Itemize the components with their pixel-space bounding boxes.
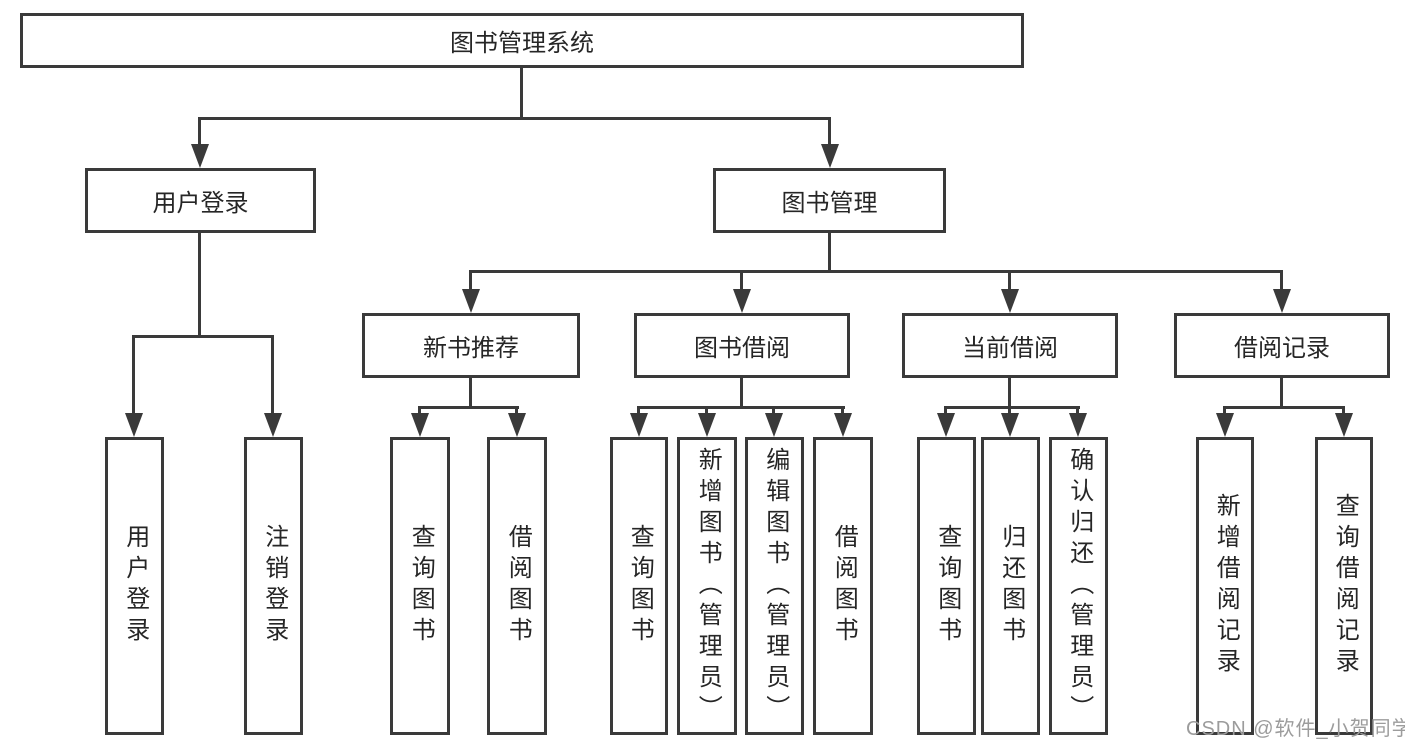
connector-arrowhead <box>937 413 955 437</box>
connector-arrowhead <box>411 413 429 437</box>
connector-arrowhead <box>1069 413 1087 437</box>
connector-arrowhead <box>698 413 716 437</box>
leaf-label: 借阅图书 <box>830 524 858 648</box>
connector-line <box>418 406 421 418</box>
leaf-label: 新增图书（管理员） <box>694 446 722 726</box>
connector-line <box>944 406 947 418</box>
connector-line <box>1280 378 1283 409</box>
connector-arrowhead <box>191 144 209 168</box>
connector-line <box>1008 270 1011 291</box>
connector-line <box>520 68 523 120</box>
leaf-label: 用户登录 <box>121 524 149 648</box>
connector-line <box>418 406 519 409</box>
connector-arrowhead <box>733 289 751 313</box>
connector-line <box>740 270 743 291</box>
connector-arrowhead <box>1001 413 1019 437</box>
leaf-query-borrow-record: 查询借阅记录 <box>1315 437 1373 735</box>
leaf-borrow-books-2: 借阅图书 <box>813 437 873 735</box>
leaf-label: 确认归还（管理员） <box>1065 446 1093 726</box>
node-new-book-recommend: 新书推荐 <box>362 313 580 378</box>
leaf-user-login: 用户登录 <box>105 437 164 735</box>
node-label: 图书借阅 <box>694 335 790 362</box>
connector-line <box>271 335 274 415</box>
connector-arrowhead <box>508 413 526 437</box>
leaf-label: 借阅图书 <box>504 524 532 648</box>
leaf-query-books-2: 查询图书 <box>610 437 668 735</box>
leaf-return-books: 归还图书 <box>981 437 1040 735</box>
leaf-label: 新增借阅记录 <box>1212 493 1240 679</box>
connector-arrowhead <box>1001 289 1019 313</box>
connector-line <box>1342 406 1345 418</box>
leaf-logout: 注销登录 <box>244 437 303 735</box>
leaf-label: 编辑图书（管理员） <box>761 446 789 726</box>
connector-arrowhead <box>264 413 282 437</box>
node-user-login: 用户登录 <box>85 168 316 233</box>
connector-line <box>198 233 201 338</box>
node-borrow-record: 借阅记录 <box>1174 313 1390 378</box>
connector-line <box>841 406 844 418</box>
connector-line <box>637 406 640 418</box>
connector-line <box>1076 406 1079 418</box>
connector-line <box>515 406 518 418</box>
connector-arrowhead <box>630 413 648 437</box>
connector-line <box>705 406 708 418</box>
leaf-borrow-books-1: 借阅图书 <box>487 437 547 735</box>
leaf-label: 查询图书 <box>933 524 961 648</box>
connector-arrowhead <box>765 413 783 437</box>
node-label: 新书推荐 <box>423 335 519 362</box>
connector-line <box>740 378 743 409</box>
connector-line <box>469 270 1283 273</box>
leaf-label: 查询图书 <box>626 524 654 648</box>
leaf-label: 查询图书 <box>407 524 435 648</box>
connector-arrowhead <box>125 413 143 437</box>
connector-line <box>828 117 831 146</box>
leaf-label: 归还图书 <box>997 524 1025 648</box>
node-book-management: 图书管理 <box>713 168 946 233</box>
connector-line <box>198 117 201 146</box>
leaf-query-books-1: 查询图书 <box>390 437 450 735</box>
leaf-query-books-3: 查询图书 <box>917 437 976 735</box>
connector-line <box>637 406 845 409</box>
connector-arrowhead <box>462 289 480 313</box>
connector-line <box>469 270 472 291</box>
connector-arrowhead <box>1335 413 1353 437</box>
connector-arrowhead <box>821 144 839 168</box>
connector-line <box>1008 406 1011 418</box>
connector-line <box>1280 270 1283 291</box>
leaf-add-books-admin: 新增图书（管理员） <box>677 437 737 735</box>
connector-line <box>772 406 775 418</box>
connector-arrowhead <box>834 413 852 437</box>
node-label: 用户登录 <box>152 190 249 217</box>
connector-line <box>1008 378 1011 409</box>
leaf-confirm-return-admin: 确认归还（管理员） <box>1049 437 1108 735</box>
leaf-edit-books-admin: 编辑图书（管理员） <box>745 437 804 735</box>
node-label: 图书管理 <box>781 190 878 217</box>
leaf-add-borrow-record: 新增借阅记录 <box>1196 437 1254 735</box>
connector-arrowhead <box>1216 413 1234 437</box>
node-root-book-management-system: 图书管理系统 <box>20 13 1024 68</box>
connector-line <box>132 335 135 415</box>
leaf-label: 查询借阅记录 <box>1331 493 1359 679</box>
connector-line <box>132 335 274 338</box>
csdn-watermark: CSDN @软件_小贺同学 <box>1186 718 1405 740</box>
leaf-label: 注销登录 <box>260 524 288 648</box>
connector-line <box>1223 406 1226 418</box>
node-label: 当前借阅 <box>962 335 1058 362</box>
connector-line <box>828 233 831 273</box>
connector-line <box>1223 406 1345 409</box>
node-label: 借阅记录 <box>1234 335 1330 362</box>
connector-line <box>198 117 831 120</box>
connector-line <box>944 406 1080 409</box>
node-book-borrow: 图书借阅 <box>634 313 850 378</box>
connector-line <box>469 378 472 409</box>
node-current-borrow: 当前借阅 <box>902 313 1118 378</box>
node-label: 图书管理系统 <box>450 30 594 57</box>
connector-arrowhead <box>1273 289 1291 313</box>
